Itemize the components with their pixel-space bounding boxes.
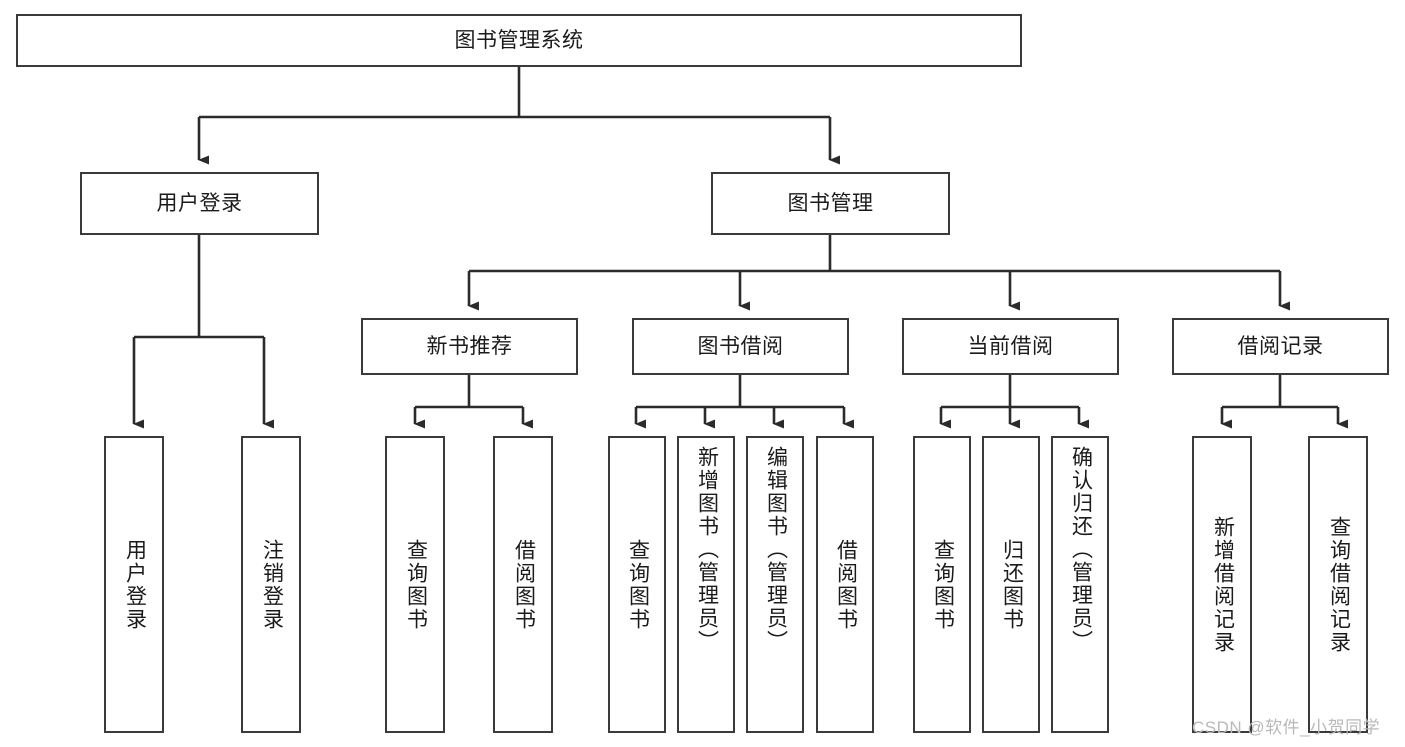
node-current-borrow-label: 当前借阅 [967, 334, 1054, 358]
node-user-login-label: 用户登录 [156, 191, 243, 215]
leaf-label: 查询图书 [931, 538, 955, 631]
leaf-label: 编辑图书（管理员） [764, 446, 788, 653]
node-new-book-recommend[interactable]: 新书推荐 [361, 318, 578, 375]
leaf-label: 新增图书（管理员） [695, 446, 719, 653]
leaf-book-borrow-query[interactable]: 查询图书 [608, 436, 666, 733]
leaf-borrow-record-query[interactable]: 查询借阅记录 [1308, 436, 1368, 733]
leaf-label: 新增借阅记录 [1211, 515, 1235, 654]
csdn-watermark: CSDN @软件_小贺同学 [1192, 718, 1381, 737]
leaf-book-borrow-borrow[interactable]: 借阅图书 [816, 436, 874, 733]
node-current-borrow[interactable]: 当前借阅 [902, 318, 1119, 375]
leaf-label: 注销登录 [260, 538, 284, 631]
leaf-label: 确认归还（管理员） [1069, 446, 1093, 653]
leaf-current-borrow-query[interactable]: 查询图书 [913, 436, 971, 733]
leaf-book-borrow-add[interactable]: 新增图书（管理员） [677, 436, 735, 733]
node-user-login[interactable]: 用户登录 [80, 172, 319, 235]
leaf-current-borrow-return[interactable]: 归还图书 [982, 436, 1040, 733]
leaf-label: 查询借阅记录 [1327, 515, 1351, 654]
leaf-user-login-login[interactable]: 用户登录 [104, 436, 164, 733]
leaf-new-book-query[interactable]: 查询图书 [385, 436, 445, 733]
node-new-book-recommend-label: 新书推荐 [426, 334, 513, 358]
node-borrow-record-label: 借阅记录 [1237, 334, 1324, 358]
leaf-current-borrow-confirm-return[interactable]: 确认归还（管理员） [1051, 436, 1109, 733]
leaf-label: 归还图书 [1000, 538, 1024, 631]
node-root[interactable]: 图书管理系统 [16, 14, 1022, 67]
node-book-borrow[interactable]: 图书借阅 [632, 318, 849, 375]
leaf-label: 查询图书 [626, 538, 650, 631]
node-book-management-label: 图书管理 [787, 191, 874, 215]
leaf-user-login-logout[interactable]: 注销登录 [241, 436, 301, 733]
node-root-label: 图书管理系统 [454, 28, 584, 52]
node-book-management[interactable]: 图书管理 [711, 172, 950, 235]
node-borrow-record[interactable]: 借阅记录 [1172, 318, 1389, 375]
leaf-label: 借阅图书 [834, 538, 858, 631]
leaf-borrow-record-add[interactable]: 新增借阅记录 [1192, 436, 1252, 733]
leaf-label: 用户登录 [123, 538, 147, 631]
leaf-book-borrow-edit[interactable]: 编辑图书（管理员） [746, 436, 804, 733]
node-book-borrow-label: 图书借阅 [697, 334, 784, 358]
leaf-label: 查询图书 [404, 538, 428, 631]
leaf-label: 借阅图书 [512, 538, 536, 631]
leaf-new-book-borrow[interactable]: 借阅图书 [493, 436, 553, 733]
